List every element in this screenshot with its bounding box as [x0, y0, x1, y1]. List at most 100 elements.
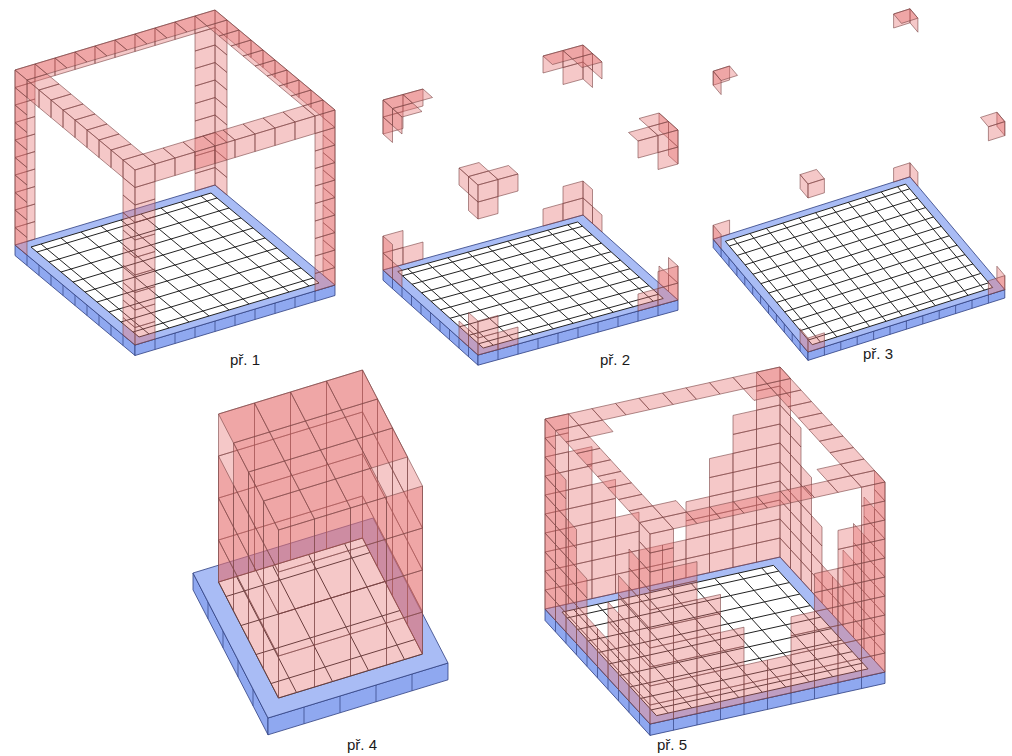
plate-grid-line	[81, 232, 189, 322]
plate-side-line	[498, 350, 499, 360]
plate-side-line	[792, 333, 793, 341]
plate-grid-line	[508, 241, 594, 318]
plate-side-line	[315, 291, 316, 302]
plate-top	[725, 184, 992, 345]
wall-panel	[459, 321, 469, 347]
wall-panel	[639, 113, 669, 127]
wall-panel	[235, 134, 255, 158]
plate-side-line	[468, 347, 469, 357]
plate-top	[31, 193, 319, 337]
wall-panel	[721, 627, 745, 651]
plate-grid-line	[441, 260, 621, 310]
figure-label: př. 2	[597, 352, 633, 368]
wall-panel	[75, 120, 87, 148]
wall-panel	[638, 289, 658, 312]
wall-panel	[39, 90, 51, 118]
wall-panel	[629, 549, 640, 580]
wall-panel	[713, 71, 721, 94]
wall-panel	[498, 174, 518, 197]
plate-side-line	[253, 689, 254, 706]
plate-side-line	[238, 660, 239, 677]
wall-panel	[988, 276, 1004, 295]
plate-side-line	[721, 249, 722, 257]
plate-side-line	[340, 696, 341, 713]
wall-panel	[563, 181, 583, 204]
plate-side-line	[440, 321, 441, 331]
plate-side-line	[566, 632, 567, 643]
plate-side-line	[873, 331, 874, 339]
plate-side-line	[861, 677, 862, 688]
wall-panel	[910, 163, 918, 186]
plate-grid-line	[201, 196, 309, 286]
wall-panel	[733, 410, 757, 434]
plate-side-line	[87, 305, 88, 316]
plate-side-line	[814, 688, 815, 699]
wall-panel	[593, 207, 603, 233]
wall-panel	[713, 225, 721, 248]
plate-grid-line	[412, 235, 592, 285]
wall-panel	[894, 9, 918, 24]
wall-panel	[862, 482, 886, 506]
wall-panel	[498, 327, 518, 350]
plate-side-line	[629, 701, 630, 712]
plate-grid-line	[181, 202, 289, 292]
plate-side-line	[752, 286, 753, 294]
plate-side-line	[673, 719, 674, 730]
wall-panel	[894, 163, 910, 182]
plate-grid-line	[753, 217, 933, 274]
plate-top	[398, 222, 664, 348]
plate-side-line	[720, 708, 721, 719]
wall-panel	[219, 456, 234, 527]
plate-side-line	[51, 275, 52, 286]
wall-panel	[469, 177, 479, 203]
figure-label: př. 4	[344, 737, 380, 753]
wall-panel	[295, 116, 315, 140]
wall-panel	[563, 45, 593, 59]
plate-side-line	[608, 678, 609, 689]
wall-panel	[768, 655, 792, 679]
plate-side-line	[597, 667, 598, 678]
wall-panel	[800, 175, 808, 198]
plate-side-line	[295, 297, 296, 308]
plate-top	[562, 565, 868, 715]
wall-panel	[63, 110, 75, 138]
plate-side-line	[459, 338, 460, 348]
wall-panel	[791, 417, 802, 448]
wall-panel	[99, 140, 111, 168]
wall-panel	[315, 508, 351, 561]
plate-side-line	[639, 713, 640, 724]
wall-panel	[249, 472, 264, 543]
base-plate	[383, 215, 678, 365]
plate-rim	[713, 177, 1005, 352]
cube-figure	[545, 367, 885, 735]
plate-side-line	[618, 690, 619, 701]
plate-side-line	[111, 325, 112, 336]
wall-panel	[838, 525, 862, 549]
plate-side-line	[518, 344, 519, 354]
wall-panel	[403, 89, 433, 103]
wall-panel	[710, 453, 734, 477]
plate-side-line	[922, 316, 923, 324]
plate-side-line	[175, 333, 176, 344]
base-plate	[545, 557, 885, 735]
wall-panel	[123, 160, 135, 188]
wall-panel	[327, 370, 378, 410]
plate-grid-line	[548, 230, 634, 307]
plate-side-line	[744, 277, 745, 285]
wall-panel	[545, 419, 556, 450]
wall-panel	[234, 443, 249, 514]
plate-side-line	[767, 698, 768, 709]
plate-side-line	[538, 339, 539, 349]
base-plate	[15, 185, 335, 356]
cube-figure	[15, 10, 335, 356]
plate-side-line	[838, 682, 839, 693]
wall-panel	[815, 568, 839, 592]
wall-panel	[15, 70, 27, 98]
plate-side-line	[275, 303, 276, 314]
plate-side-line	[840, 342, 841, 350]
plate-grid-line	[737, 198, 917, 255]
wall-panel	[135, 164, 155, 188]
plate-side-line	[27, 255, 28, 266]
plate-side-line	[123, 335, 124, 346]
plate-side-line	[430, 313, 431, 323]
